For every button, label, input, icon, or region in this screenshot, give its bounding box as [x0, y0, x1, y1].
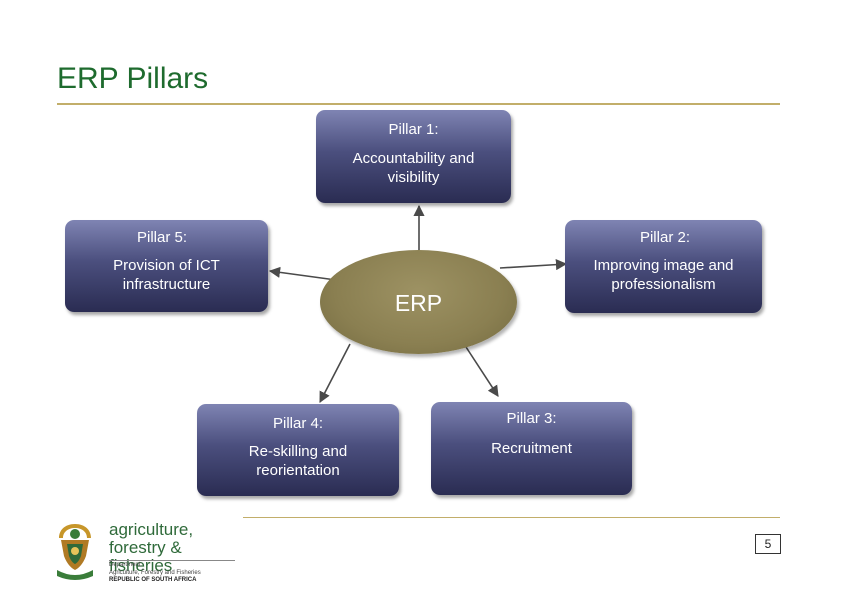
logo-country: REPUBLIC OF SOUTH AFRICA: [109, 577, 197, 583]
pillar-5-text: Provision of ICT infrastructure: [113, 257, 220, 293]
pillar-5-box: Pillar 5: Provision of ICT infrastructur…: [65, 220, 268, 312]
connector-pillar-3: [465, 346, 499, 397]
page-title: ERP Pillars: [57, 62, 209, 95]
connector-pillar-4: [319, 343, 351, 403]
erp-center-ellipse: ERP: [320, 250, 517, 354]
pillar-3-heading: Pillar 3:: [506, 410, 557, 427]
logo-department-name: Agriculture, Forestry and Fisheries: [109, 570, 201, 576]
erp-center-label: ERP: [394, 290, 443, 316]
logo-line-2: forestry & fisheries: [109, 538, 182, 575]
connector-pillar-2: [499, 259, 568, 271]
pillar-1-heading: Pillar 1:: [388, 121, 439, 138]
footer-divider: [243, 517, 780, 518]
pillar-2-text: Improving image and professionalism: [593, 257, 734, 293]
coat-of-arms-icon: [57, 524, 93, 580]
pillar-5-heading: Pillar 5:: [137, 229, 188, 246]
pillar-4-heading: Pillar 4:: [272, 415, 324, 432]
logo-line-1: agriculture,: [109, 520, 194, 539]
pillar-4-box: Pillar 4: Re-skilling and reorientation: [197, 404, 399, 496]
logo-department-label: Department:: [109, 562, 143, 568]
pillar-4-text: Re-skilling and reorientation: [248, 443, 348, 479]
connector-pillar-5: [268, 266, 337, 281]
pillar-2-box: Pillar 2: Improving image and profession…: [565, 220, 762, 313]
title-divider: [57, 103, 780, 105]
pillar-2-heading: Pillar 2:: [639, 229, 690, 246]
pillar-3-box: Pillar 3: Recruitment: [431, 402, 632, 495]
logo-divider: [109, 560, 235, 561]
department-logo: agriculture, forestry & fisheries Depart…: [53, 520, 243, 588]
pillar-1-box: Pillar 1: Accountability and visibility: [316, 110, 511, 203]
page-number: 5: [755, 534, 781, 554]
pillar-3-text: Recruitment: [491, 440, 572, 457]
pillar-1-text: Accountability and visibility: [352, 150, 475, 186]
